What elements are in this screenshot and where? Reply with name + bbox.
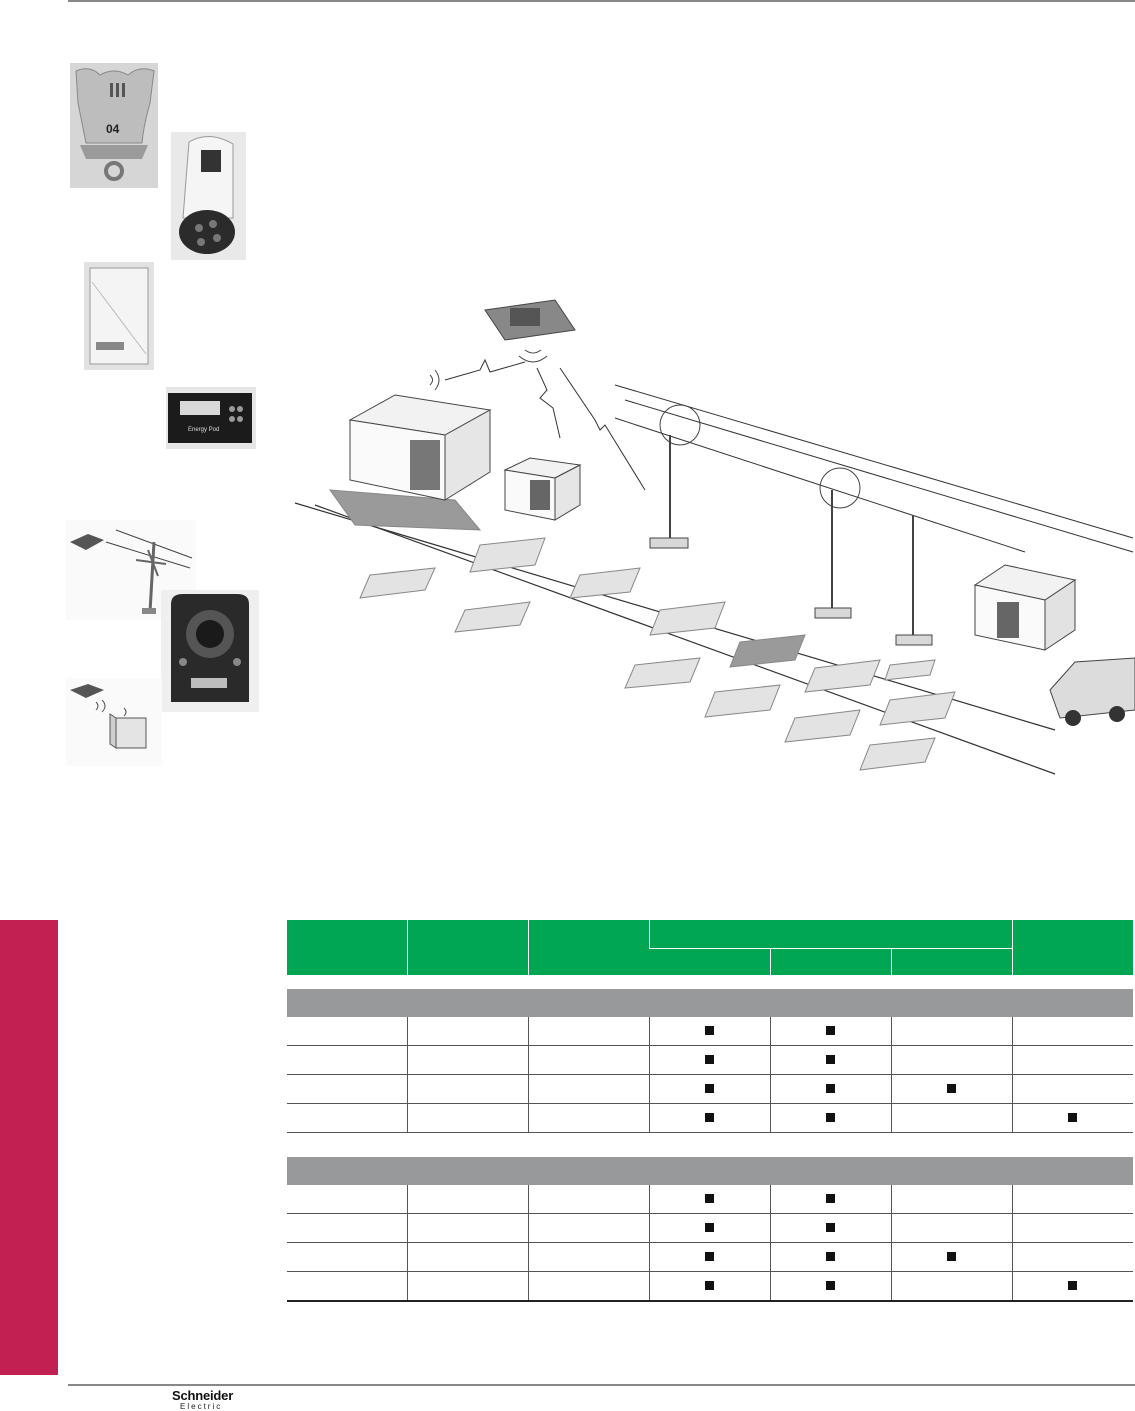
- poles: [669, 435, 914, 638]
- top-rule: [68, 0, 1135, 2]
- fault-passage-indicator-photo: 04: [70, 63, 158, 188]
- table-row: [287, 1242, 1133, 1272]
- check-mark: [826, 1113, 836, 1122]
- header-col-7: [1011, 920, 1133, 975]
- table-row: [287, 1045, 1133, 1075]
- kiosk-substation: [973, 564, 1077, 651]
- primary-substation: [348, 369, 492, 501]
- secondary-substation: [503, 457, 582, 521]
- table-row: [287, 1213, 1133, 1243]
- table-row: [287, 1271, 1133, 1302]
- table-row: [287, 1185, 1133, 1214]
- check-mark: [826, 1194, 836, 1203]
- display-label: Energy Pod: [188, 427, 219, 433]
- check-mark: [826, 1281, 836, 1290]
- check-mark: [705, 1223, 715, 1232]
- cable-sections: [328, 489, 956, 771]
- check-mark: [1068, 1113, 1078, 1122]
- section-tab: [0, 920, 58, 1375]
- feeder-line-lower: [314, 504, 1056, 775]
- brand-logo: Schneider Electric: [172, 1389, 233, 1411]
- check-mark: [826, 1252, 836, 1261]
- brand-name: Schneider: [172, 1388, 234, 1403]
- radio-links: [444, 358, 646, 491]
- section-band-2: [287, 1157, 1133, 1185]
- check-mark: [826, 1026, 836, 1035]
- camera-indicator-photo: [161, 590, 259, 712]
- check-mark: [705, 1055, 715, 1064]
- overhead-line-indicator-photo: [171, 132, 246, 260]
- device-number: 04: [106, 122, 120, 136]
- brand-sub: Electric: [180, 1402, 223, 1411]
- header-col-3: [528, 920, 650, 975]
- table-row: [287, 1103, 1133, 1133]
- check-mark: [705, 1281, 715, 1290]
- section-band-1: [287, 989, 1133, 1017]
- panel-display-photo: Energy Pod: [166, 387, 256, 449]
- check-mark: [705, 1252, 715, 1261]
- table-row: [287, 1074, 1133, 1104]
- header-sub-1: [649, 948, 771, 975]
- product-matrix: [287, 920, 1133, 1302]
- check-mark: [826, 1084, 836, 1093]
- wireless-kiosk-sketch: [66, 678, 162, 766]
- check-mark: [1068, 1281, 1078, 1290]
- bottom-rule: [68, 1384, 1135, 1386]
- header-col-1: [287, 920, 408, 975]
- header-group: [649, 920, 1013, 949]
- service-van: [1049, 657, 1135, 726]
- header-col-2: [407, 920, 529, 975]
- overhead-line-1: [614, 384, 1134, 539]
- check-mark: [826, 1055, 836, 1064]
- table-row: [287, 1017, 1133, 1046]
- check-mark: [705, 1084, 715, 1093]
- network-diagram: [294, 299, 1135, 775]
- check-mark: [705, 1194, 715, 1203]
- check-mark: [947, 1252, 957, 1261]
- check-mark: [705, 1026, 715, 1035]
- header-sub-3: [890, 948, 1013, 975]
- check-mark: [947, 1084, 957, 1093]
- header-sub-2: [769, 948, 892, 975]
- control-room: [484, 299, 576, 363]
- check-mark: [826, 1223, 836, 1232]
- check-mark: [705, 1113, 715, 1122]
- substation-unit-photo: [84, 262, 154, 370]
- overhead-line-2: [624, 399, 1134, 553]
